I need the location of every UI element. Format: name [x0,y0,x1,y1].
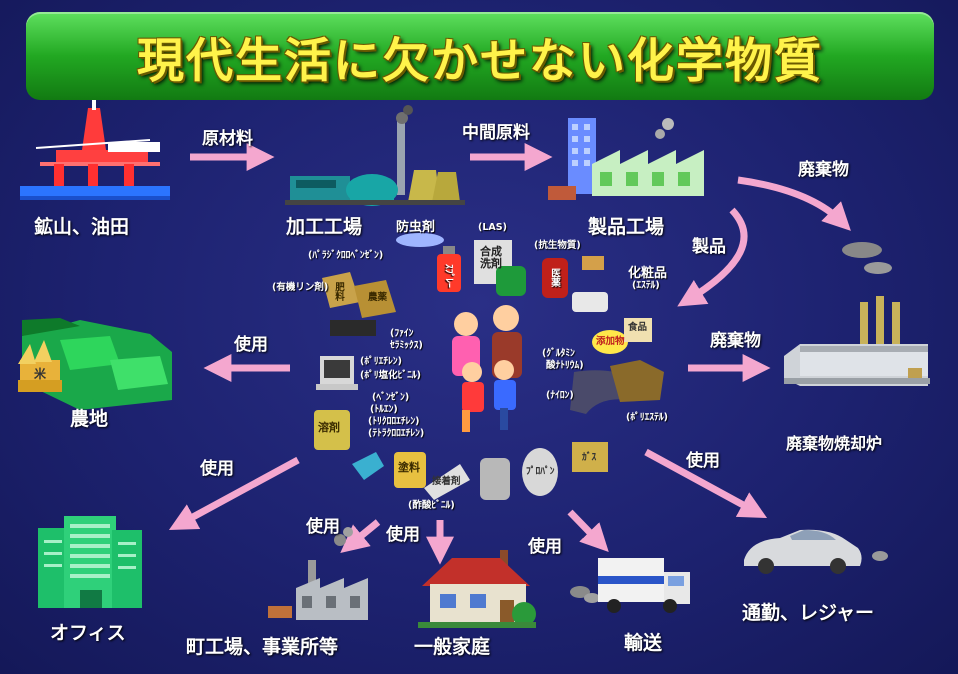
item-pesticide: 農薬 [368,292,388,303]
medicine-bottle-icon [542,258,568,298]
small-can-icon [572,442,608,472]
products-cluster [314,233,664,500]
car-icon [744,529,888,574]
polyester-jacket-icon [610,360,664,402]
item-solvent: 溶剤 [318,421,340,434]
chem-ester: (ｴｽﾃﾙ) [632,280,660,291]
ceramics-chip-icon [330,320,376,336]
solvent-can-icon [314,410,350,450]
propane-tank-icon [522,448,558,496]
arrow-label-use-farm: 使用 [234,335,268,355]
chem-fine-ceramics-2: ｾﾗﾐｯｸｽ) [390,340,423,351]
label-farmland: 農地 [70,408,109,430]
chem-organophosphorus: (有機リン剤) [272,282,329,293]
arrow-label-waste-top: 廃棄物 [798,160,849,180]
arrow-use-office [168,456,300,531]
oil-rig-icon [20,100,170,200]
paint-can-icon [394,452,426,488]
arrow-label-intermediate: 中間原料 [462,123,530,143]
item-fertilizer: 肥料 [333,282,344,301]
title-banner: 現代生活に欠かせない化学物質 [26,12,934,100]
chem-trichloroethylene: (ﾄﾘｸﾛﾛｴﾁﾚﾝ) [368,416,420,427]
chem-fine-ceramics-1: (ﾌｧｲﾝ [390,328,414,339]
label-commute-leisure: 通勤、レジャー [742,602,875,624]
truck-icon [570,558,690,613]
arrow-waste-top [737,176,851,231]
label-mine-oilfield: 鉱山、油田 [34,216,130,238]
arrow-label-use-commute: 使用 [686,451,720,471]
paint-brush-icon [352,452,384,480]
office-building-icon [38,516,142,608]
chem-polyester: (ﾎﾟﾘｴｽﾃﾙ) [626,412,668,423]
product-factory-icon [548,118,704,200]
item-detergent: 合成洗剤 [480,245,502,270]
item-rice: 米 [34,367,47,381]
cosmetics-icon [582,256,604,270]
adhesive-tube-icon [424,464,470,500]
arrow-label-raw-material: 原材料 [202,129,253,149]
chem-antibiotic: (抗生物質) [534,240,581,251]
processing-plant-icon [285,105,465,206]
gas-cylinder-icon [480,458,510,500]
chem-msg-2: 酸ﾅﾄﾘｳﾑ) [546,360,584,371]
chem-vinyl-acetate: (酢酸ﾋﾞﾆﾙ) [408,500,455,511]
chem-tetrachloroethylene: (ﾃﾄﾗｸﾛﾛｴﾁﾚﾝ) [368,428,425,439]
chem-polyethylene: (ﾎﾟﾘｴﾁﾚﾝ) [360,356,402,367]
arrow-label-use-home: 使用 [386,525,420,545]
label-incinerator: 廃棄物焼却炉 [786,434,883,453]
arrow-label-use-office: 使用 [200,459,234,479]
item-propane: ﾌﾟﾛﾊﾟﾝ [526,466,555,477]
label-transport: 輸送 [624,632,663,654]
arrow-use-transport [567,509,609,553]
additive-icon [592,330,628,354]
item-gas: ｶﾞｽ [582,452,597,463]
arrow-label-waste-mid: 廃棄物 [710,331,761,351]
arrow-label-use-small: 使用 [306,517,340,537]
label-household: 一般家庭 [414,636,491,658]
flow-arrows [168,143,851,565]
incinerator-icon [784,242,930,386]
fertilizer-bag-icon [322,272,360,308]
chem-paradichlorobenzene: (ﾊﾟﾗｼﾞｸﾛﾛﾍﾞﾝｾﾞﾝ) [308,250,384,261]
label-office: オフィス [50,622,126,644]
item-adhesive: 接着剤 [432,476,461,487]
chem-pvc: (ﾎﾟﾘ塩化ﾋﾞﾆﾙ) [360,370,421,381]
label-small-factory: 町工場、事業所等 [186,636,339,658]
insecticide-cloud-icon [396,233,444,247]
food-icon [624,318,652,342]
page-title: 現代生活に欠かせない化学物質 [137,33,823,89]
chem-las: (LAS) [478,222,507,233]
house-icon [418,550,536,628]
chem-nylon: (ﾅｲﾛﾝ) [546,390,574,401]
chem-toluene: (ﾄﾙｴﾝ) [370,404,398,415]
farmland-icon [18,318,172,410]
chem-insecticide: 防虫剤 [396,220,436,235]
arrow-products [677,207,748,307]
item-spray: ｽﾌﾟﾚｰ [443,264,454,288]
chem-msg-1: (ｸﾞﾙﾀﾐﾝ [542,348,575,359]
arrow-use-commute [644,448,768,519]
small-factory-icon [268,527,368,620]
chem-benzene: (ﾍﾞﾝｾﾞﾝ) [372,392,410,403]
item-medicine: 医薬 [549,268,560,287]
item-paint: 塗料 [398,461,420,474]
item-food: 食品 [628,322,648,333]
arrow-label-products: 製品 [692,237,726,257]
label-processing-plant: 加工工場 [286,216,363,238]
label-product-factory: 製品工場 [588,216,665,238]
pesticide-bag-icon [354,280,396,318]
chem-cosmetics: 化粧品 [628,266,668,281]
arrow-label-use-transport: 使用 [528,537,562,557]
spray-can-icon [437,254,461,292]
item-additive: 添加物 [596,336,625,347]
family-icon [452,305,522,432]
arrow-use-small [340,519,381,553]
